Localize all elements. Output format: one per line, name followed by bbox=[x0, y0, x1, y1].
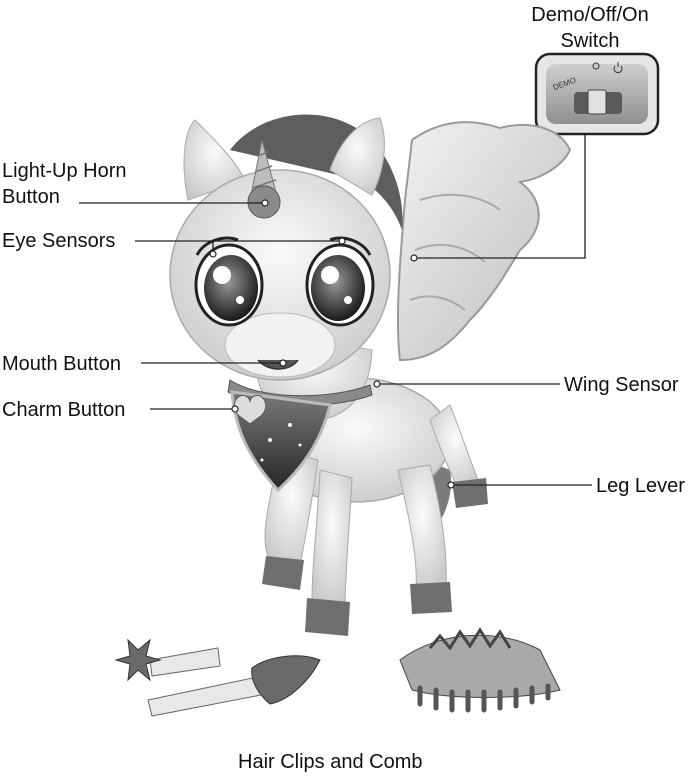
power-icon bbox=[613, 62, 623, 74]
wing bbox=[396, 121, 572, 362]
switch-label-line2: Switch bbox=[560, 30, 620, 52]
charm-button-label: Charm Button bbox=[2, 399, 126, 421]
wing-sensor-label: Wing Sensor bbox=[564, 374, 679, 396]
switch-slider[interactable] bbox=[587, 89, 607, 115]
eye-sensors-label: Eye Sensors bbox=[2, 230, 116, 252]
comb[interactable] bbox=[399, 627, 561, 713]
charm-bib bbox=[227, 379, 373, 493]
switch-label: Demo/Off/On Switch bbox=[520, 2, 660, 54]
hair-clip-wing[interactable] bbox=[147, 655, 321, 717]
right-eye bbox=[305, 243, 375, 327]
mouth-button-label: Mouth Button bbox=[2, 353, 121, 375]
left-eye bbox=[194, 243, 264, 327]
switch-inset: DEMO bbox=[534, 52, 660, 136]
left-ear bbox=[183, 119, 246, 201]
accessories-label: Hair Clips and Comb bbox=[238, 751, 423, 773]
horn-label-line1: Light-Up Horn bbox=[2, 160, 127, 182]
horn-label: Light-Up Horn Button bbox=[2, 158, 127, 210]
circle-icon bbox=[592, 62, 600, 70]
charm[interactable] bbox=[233, 395, 267, 425]
right-ear bbox=[329, 117, 385, 196]
leg-lever-label: Leg Lever bbox=[596, 475, 685, 497]
leader-lines bbox=[79, 134, 592, 489]
horn-label-line2: Button bbox=[2, 186, 60, 208]
switch-label-line1: Demo/Off/On bbox=[531, 4, 649, 26]
hair-clip-flower[interactable] bbox=[114, 638, 221, 682]
pony-head bbox=[169, 114, 403, 381]
